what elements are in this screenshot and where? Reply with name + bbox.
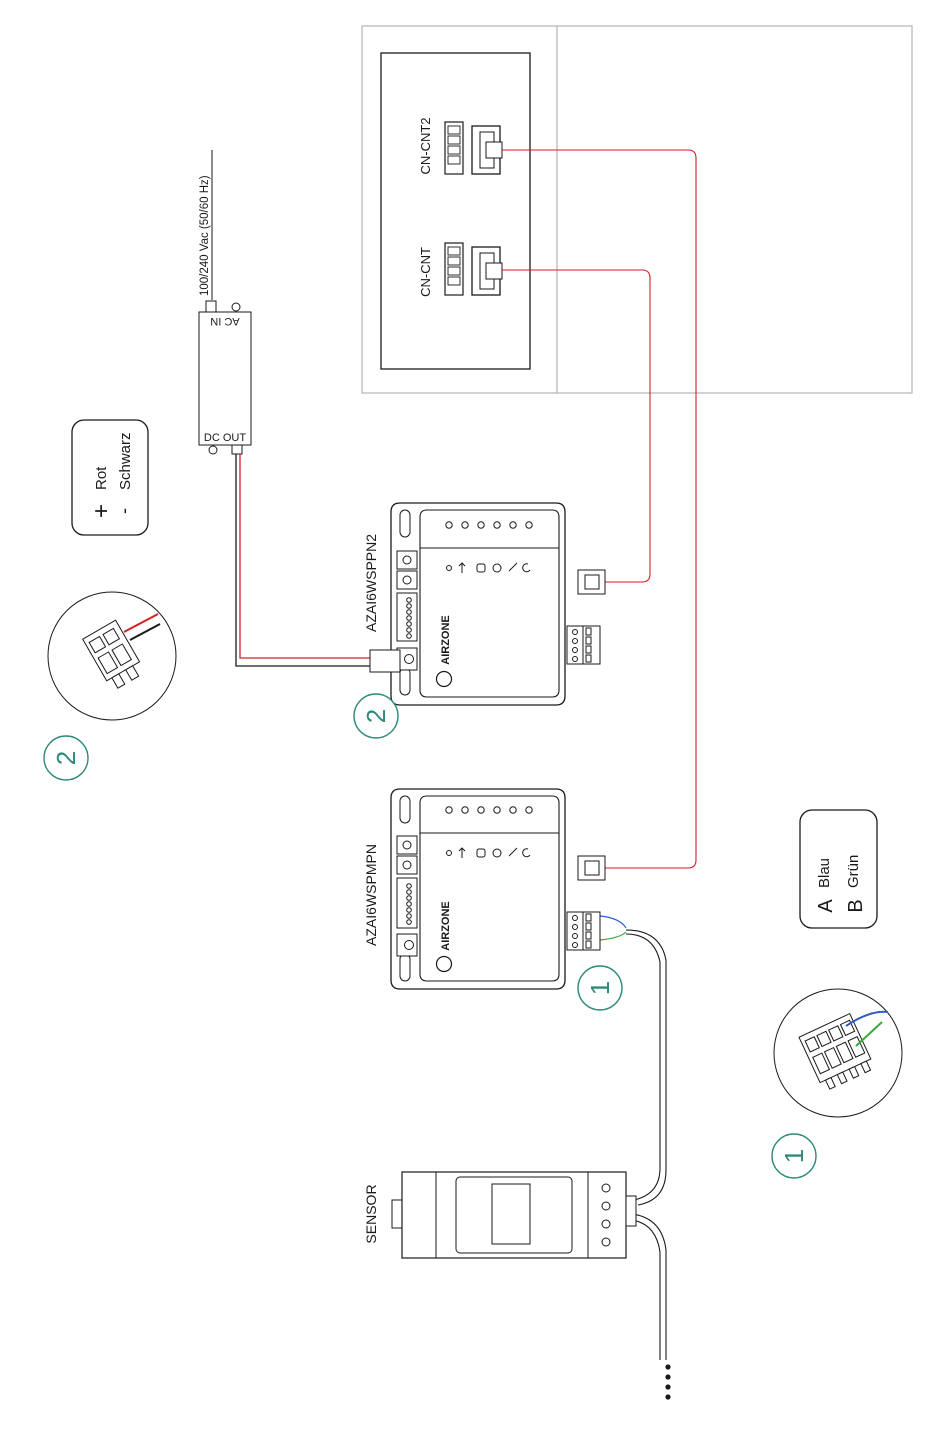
step-number-1: 1 [585,981,615,995]
bus-cable-inner [626,934,660,1200]
wire-dc-red [240,454,370,658]
plus-symbol: + [88,504,115,518]
bus-continue-inner [632,1220,660,1360]
module-top-name: AZAI6WSPPN2 [363,534,379,632]
module-azai6wspmpn: AIRZONE AZAI6WSPMPN [363,789,605,989]
power-supply-body [199,312,251,445]
control-board [381,53,530,369]
module-azai6wsppn2: AIRZONE AZAI6WSPPN2 [363,503,605,705]
sensor-label: SENSOR [363,1184,379,1243]
bus-legend: A B Blau Grün [800,810,877,928]
sensor: SENSOR [363,1172,636,1258]
ac-in-screw [232,303,240,311]
bus-terminal [567,912,600,950]
cn-port [578,570,605,594]
power-supply: 100/240 Vac (50/60 Hz) AC IN DC OUT [199,150,251,454]
indoor-unit: CN-CNT2 CN-CNT [362,26,912,393]
cn-port [578,856,605,880]
dc-out-screw [209,446,217,454]
power-spec-label: 100/240 Vac (50/60 Hz) [199,175,211,296]
a-symbol: A [815,899,837,913]
cn-cnt2-connector [445,122,502,174]
power-legend: + - Rot Schwarz [72,420,148,535]
brand-label: AIRZONE [440,901,452,951]
continuation-dot [665,1394,670,1399]
indoor-unit-housing [362,26,912,393]
minus-symbol: - [114,508,134,514]
wire-dc-black [236,454,370,666]
plus-label: Rot [93,466,110,490]
cn-cnt-label: CN-CNT [418,247,433,297]
ac-in-plug [206,301,216,312]
power-connector [370,650,400,672]
continuation-dot [665,1384,670,1389]
step-number-1: 1 [779,1149,809,1163]
bus-continue-outer [632,1214,666,1360]
brand-label: AIRZONE [440,615,452,665]
bus-plug-detail [774,989,902,1117]
ac-in-label: AC IN [210,315,239,327]
minus-label: Schwarz [117,432,134,490]
step-number-2: 2 [361,709,391,723]
wire-bus-blue [600,916,626,928]
module-bottom-name: AZAI6WSPMPN [363,844,379,946]
terminal-block-left [397,836,417,956]
a-label: Blau [816,858,833,888]
cn-cnt-connector [445,243,502,295]
b-label: Grün [845,855,862,888]
bus-terminal [567,626,600,664]
continuation-dot [665,1364,670,1369]
power-plug-detail [48,592,176,720]
cn-cnt2-label: CN-CNT2 [418,117,433,174]
dc-out-label: DC OUT [204,432,246,444]
wire-bus-green [600,932,626,940]
step-number-2: 2 [51,751,81,765]
continuation-dot [665,1374,670,1379]
dc-out-plug [232,445,242,454]
b-symbol: B [845,899,867,912]
